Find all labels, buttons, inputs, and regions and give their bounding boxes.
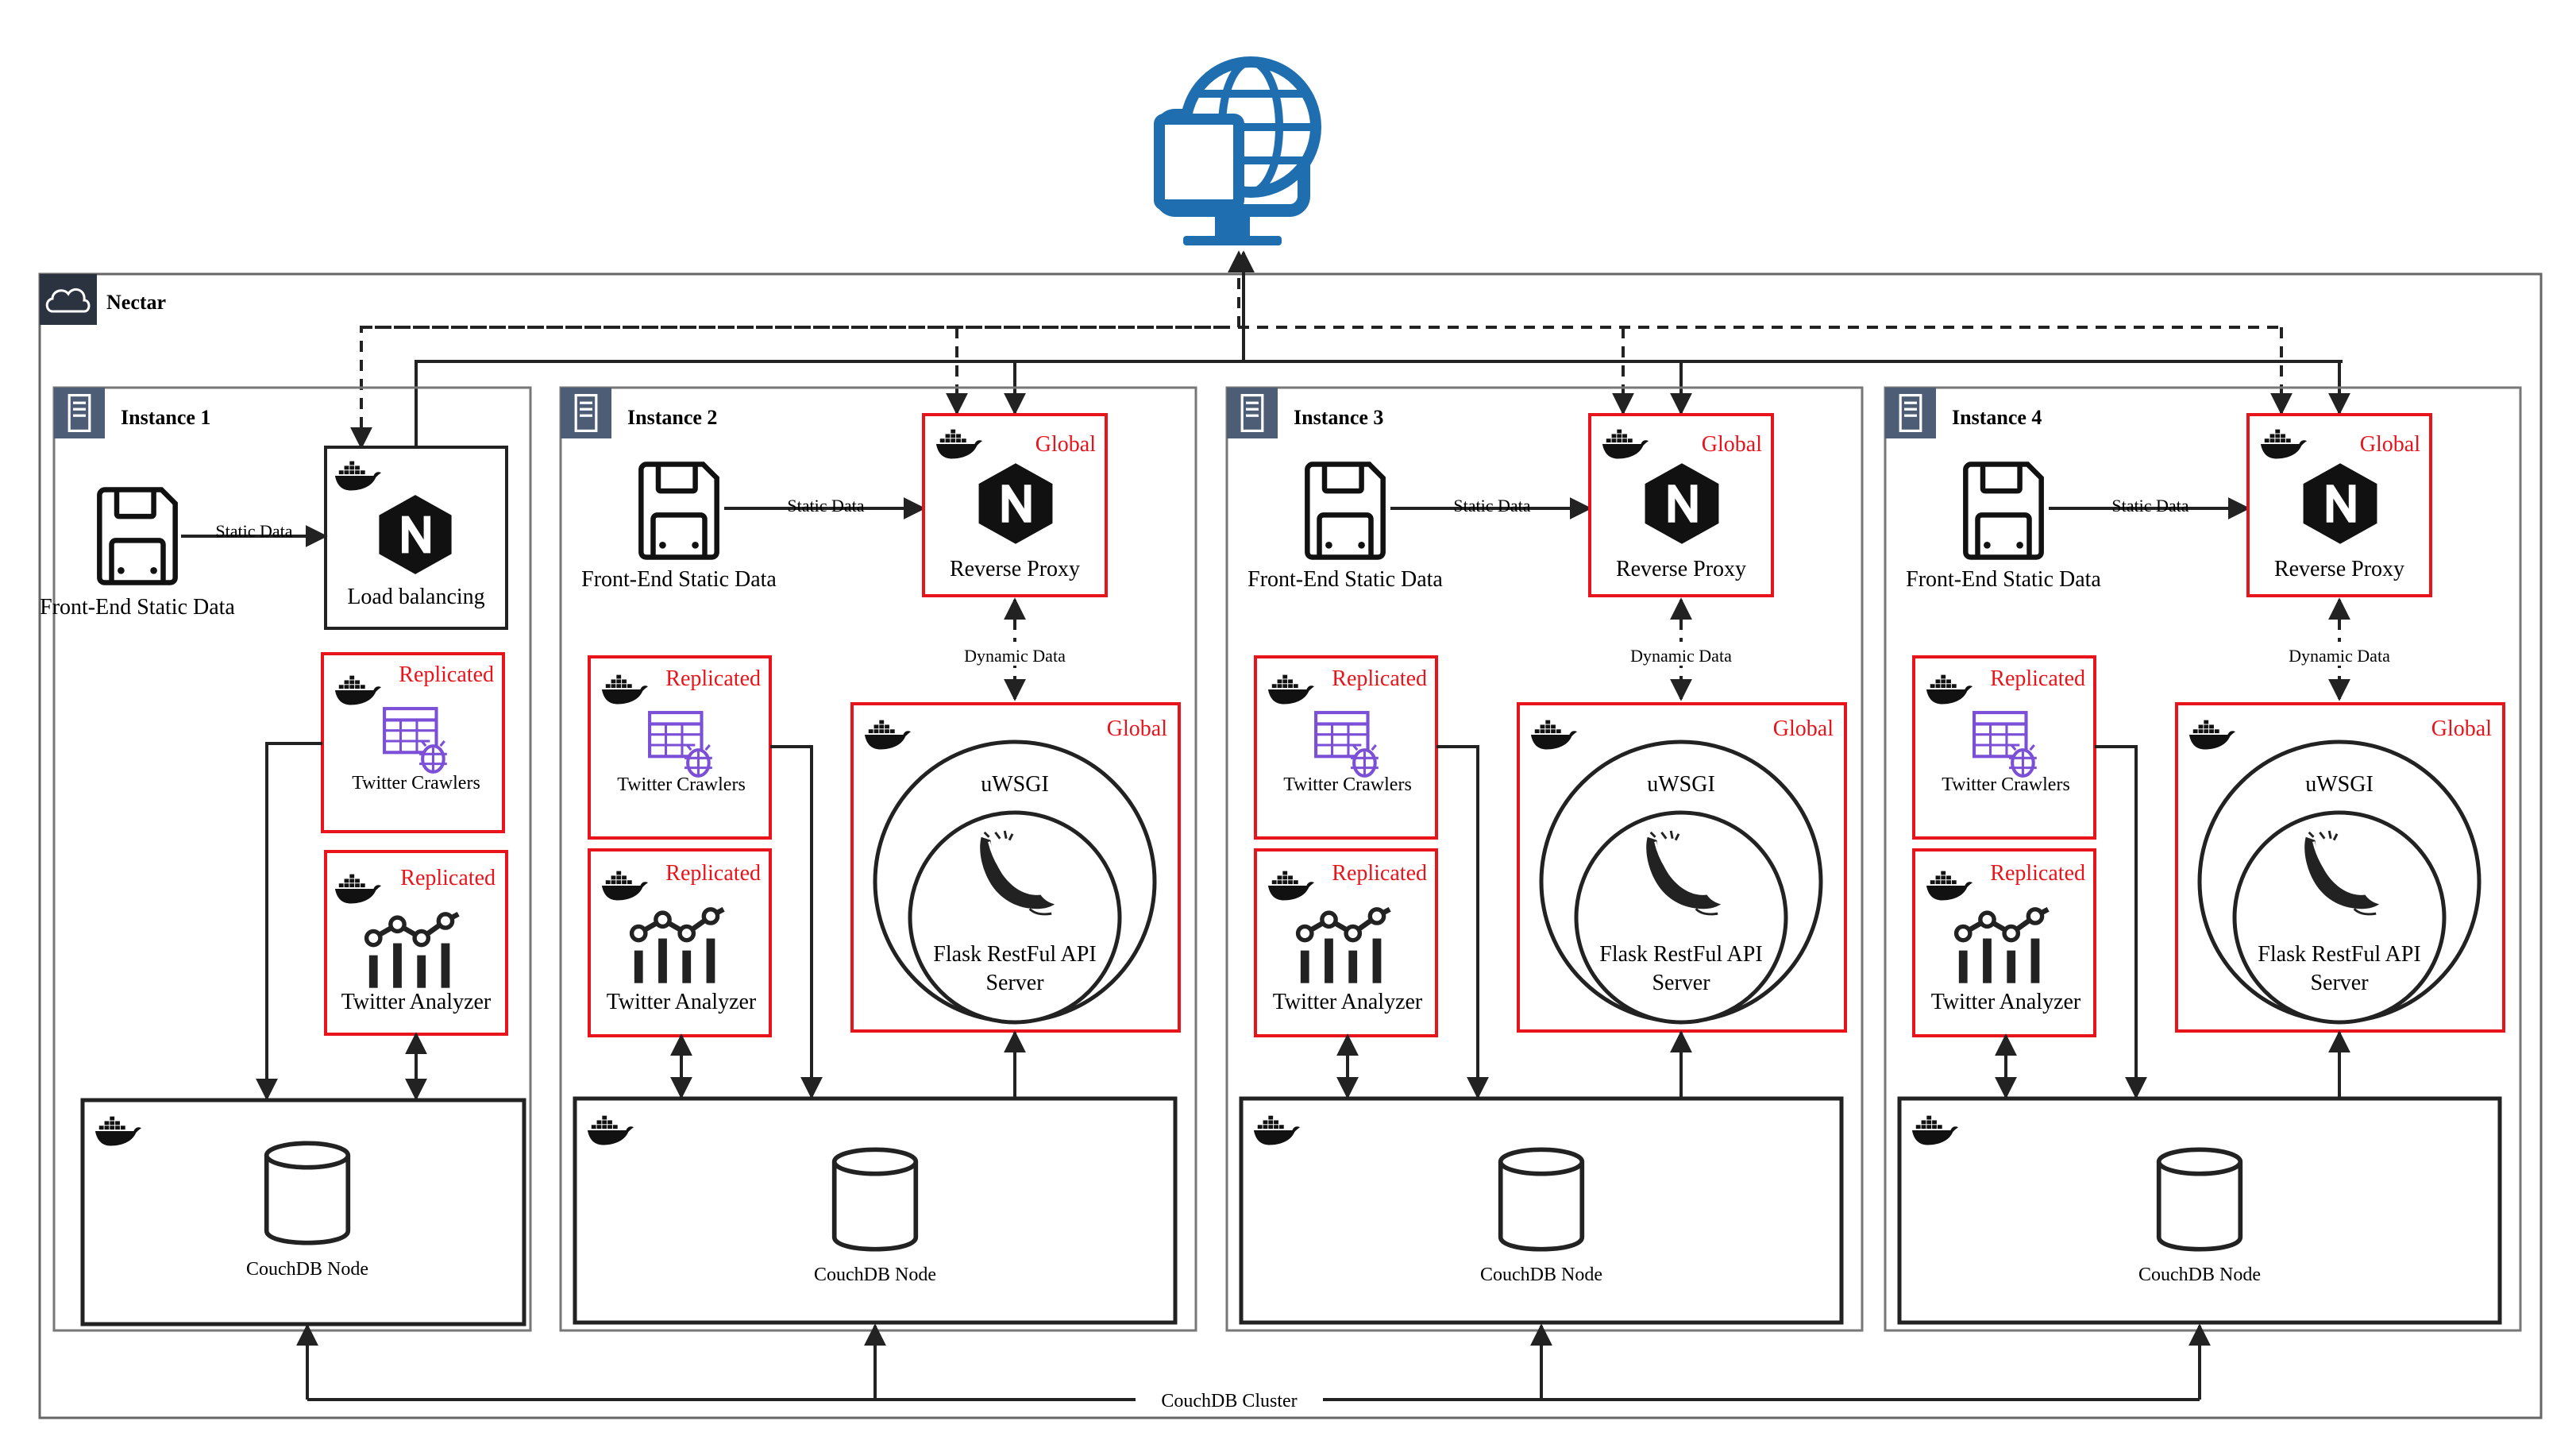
- global-badge: Global: [1773, 716, 1834, 741]
- instance-2: Instance 2 Front-End Static Data Static Da…: [559, 386, 1197, 1332]
- instance-frame: [52, 386, 532, 1332]
- cloud-label: Nectar: [106, 291, 166, 314]
- dynamic-data-label: Dynamic Data: [964, 646, 1066, 666]
- instance-title: Instance 1: [121, 406, 210, 429]
- couchdb-node-label: CouchDB Node: [814, 1265, 936, 1285]
- static-data-label: Static Data: [215, 521, 292, 541]
- couchdb-node-label: CouchDB Node: [2138, 1265, 2261, 1285]
- couchdb-node-box: [80, 1098, 526, 1326]
- replicated-badge: Replicated: [1990, 861, 2085, 886]
- server-icon: [1227, 388, 1278, 438]
- global-badge: Global: [1107, 716, 1167, 741]
- analyzer-label: Twitter Analyzer: [607, 990, 757, 1014]
- replicated-badge: Replicated: [665, 666, 761, 691]
- flask-circle: [908, 810, 1122, 1025]
- label-bg: [2277, 642, 2401, 666]
- uwsgi-label: uWSGI: [981, 772, 1049, 797]
- global-badge: Global: [1035, 432, 1096, 457]
- analyzer-label: Twitter Analyzer: [341, 990, 492, 1014]
- replicated-badge: Replicated: [665, 861, 761, 886]
- flask-circle: [1574, 810, 1788, 1025]
- crawlers-to-db: [2095, 745, 2147, 1099]
- uwsgi-label: uWSGI: [1647, 772, 1715, 797]
- label-bg: [1619, 642, 1743, 666]
- crawlers-label: Twitter Crawlers: [1283, 774, 1412, 795]
- server-icon: [54, 388, 105, 438]
- replicated-badge: Replicated: [1332, 861, 1427, 886]
- couchdb-node-box: [1897, 1096, 2502, 1325]
- global-badge: Global: [2360, 432, 2420, 457]
- analyzer-label: Twitter Analyzer: [1931, 990, 2081, 1014]
- analyzer-label: Twitter Analyzer: [1273, 990, 1423, 1014]
- front-end-static-label: Front-End Static Data: [1906, 567, 2101, 592]
- uwsgi-label: uWSGI: [2305, 772, 2374, 797]
- global-badge: Global: [2431, 716, 2492, 741]
- flask-circle: [2232, 810, 2447, 1025]
- cluster-label: CouchDB Cluster: [1161, 1391, 1297, 1411]
- reverse-proxy-label: Reverse Proxy: [2274, 557, 2404, 581]
- floppy-disk-icon: [99, 490, 175, 583]
- static-data-label: Static Data: [2111, 496, 2188, 516]
- cloud-icon: [45, 288, 91, 313]
- front-end-static-label: Front-End Static Data: [40, 595, 235, 620]
- replicated-badge: Replicated: [400, 866, 496, 890]
- front-end-static-label: Front-End Static Data: [1248, 567, 1443, 592]
- couchdb-node-label: CouchDB Node: [1480, 1265, 1602, 1285]
- cloud-region: Nectar: [38, 272, 2543, 1419]
- load-balancer-label: Load balancing: [347, 585, 484, 609]
- monitor-globe-icon: [1154, 56, 1321, 245]
- front-end-static-label: Front-End Static Data: [581, 567, 777, 592]
- lb-up-link: [415, 360, 1008, 447]
- couchdb-cluster-link: [296, 1323, 2211, 1411]
- crawlers-to-db: [770, 745, 823, 1099]
- instance-title: Instance 3: [1294, 406, 1383, 429]
- replicated-badge: Replicated: [1332, 666, 1427, 691]
- floppy-disk-icon: [1965, 465, 2041, 558]
- crawlers-to-db: [1436, 745, 1489, 1099]
- couchdb-node-box: [573, 1096, 1178, 1325]
- reverse-proxy-label: Reverse Proxy: [950, 557, 1080, 581]
- couchdb-node-box: [1239, 1096, 1844, 1325]
- crawlers-label: Twitter Crawlers: [352, 773, 480, 794]
- static-data-label: Static Data: [1453, 496, 1530, 516]
- crawlers-to-db: [256, 742, 322, 1101]
- replicated-badge: Replicated: [399, 662, 494, 687]
- cluster-label-bg: [1136, 1386, 1323, 1411]
- instance-3: Instance 3 Front-End Static Data Static Da…: [1225, 386, 1864, 1332]
- couchdb-node-label: CouchDB Node: [246, 1259, 368, 1280]
- server-icon: [561, 388, 611, 438]
- reverse-proxy-label: Reverse Proxy: [1616, 557, 1746, 581]
- label-bg: [953, 642, 1077, 666]
- crawlers-label: Twitter Crawlers: [1942, 774, 2070, 795]
- static-data-label: Static Data: [787, 496, 864, 516]
- instance-title: Instance 2: [627, 406, 717, 429]
- instance-1: Instance 1 Front-End Static Data Load bala…: [40, 386, 532, 1332]
- instance-title: Instance 4: [1952, 406, 2042, 429]
- floppy-disk-icon: [641, 465, 716, 558]
- dynamic-data-label: Dynamic Data: [2289, 646, 2390, 666]
- global-badge: Global: [1702, 432, 1762, 457]
- server-icon: [1885, 388, 1936, 438]
- dynamic-data-label: Dynamic Data: [1630, 646, 1732, 666]
- crawlers-label: Twitter Crawlers: [617, 774, 746, 795]
- floppy-disk-icon: [1307, 465, 1382, 558]
- instance-4: Instance 4 Front-End Static Data Static Da…: [1884, 386, 2522, 1332]
- replicated-badge: Replicated: [1990, 666, 2085, 691]
